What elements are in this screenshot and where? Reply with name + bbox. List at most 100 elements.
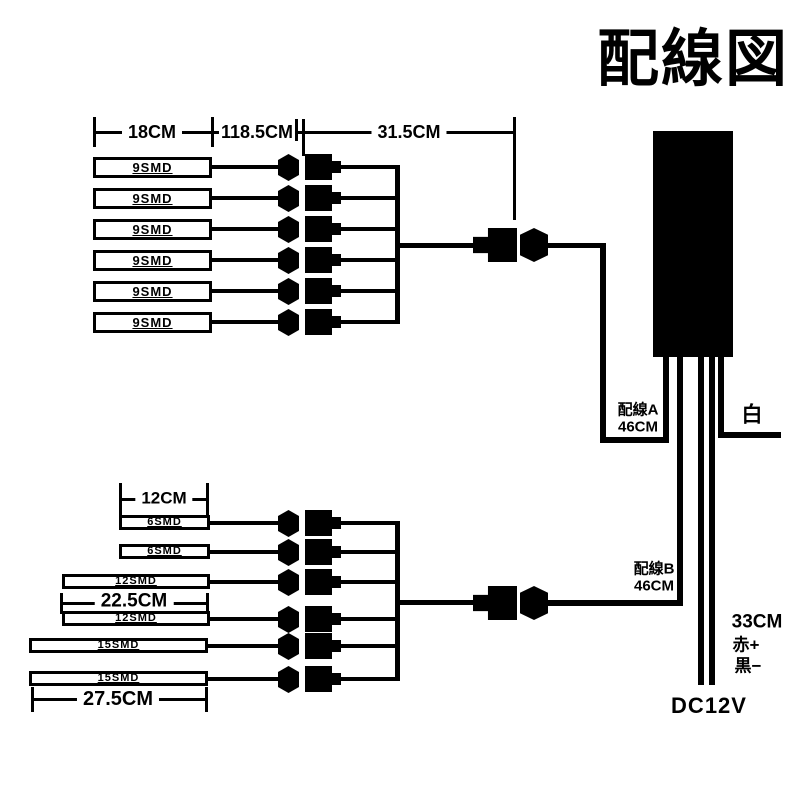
white-wire-label: 白 (741, 403, 763, 427)
dimension-tick (93, 117, 96, 147)
led-strip: 6SMD (119, 544, 210, 559)
strip-label: 9SMD (132, 284, 173, 299)
strip-label: 15SMD (97, 672, 140, 684)
female-connector-icon (305, 633, 341, 659)
wire-segment (341, 165, 398, 169)
male-connector-icon (278, 666, 299, 693)
white-wire-horizontal (718, 432, 781, 438)
dimension-tick (206, 593, 209, 616)
led-strip: 15SMD (29, 638, 208, 653)
male-connector-icon (278, 606, 299, 633)
female-connector-icon (473, 586, 517, 620)
wire-a-horizontal (600, 437, 669, 443)
male-connector-icon (278, 216, 299, 243)
wire-segment (208, 677, 278, 681)
strip-label: 6SMD (147, 545, 182, 557)
box-lead-white (718, 357, 724, 438)
led-strip: 9SMD (93, 281, 212, 302)
dimension-tick (205, 687, 208, 712)
wire-segment (341, 677, 398, 681)
junction-bus (395, 165, 400, 324)
dimension-tick (119, 483, 122, 515)
male-connector-icon (520, 228, 548, 262)
wire-segment (212, 258, 278, 262)
dimension-tick (31, 687, 34, 712)
dimension-tick (206, 483, 209, 515)
wire-b-label: 配線B 46CM (633, 560, 675, 595)
strip-label: 9SMD (132, 253, 173, 268)
male-connector-icon (278, 154, 299, 181)
female-connector-icon (305, 278, 341, 304)
wire-segment (208, 644, 278, 648)
female-connector-icon (305, 185, 341, 211)
female-connector-icon (305, 154, 341, 180)
wire-segment (212, 289, 278, 293)
strip-label: 9SMD (132, 222, 173, 237)
strip-label: 15SMD (97, 639, 140, 651)
box-lead-red (698, 357, 704, 685)
wire-segment (210, 580, 278, 584)
strip-label: 9SMD (132, 191, 173, 206)
led-strip: 15SMD (29, 671, 208, 686)
led-strip: 9SMD (93, 157, 212, 178)
wire-segment (210, 550, 278, 554)
dimension-tick (211, 117, 214, 147)
wire-b-length: 46CM (633, 577, 674, 594)
female-connector-icon (305, 666, 341, 692)
wire-segment (212, 320, 278, 324)
wire-segment (341, 580, 398, 584)
wire-b-horizontal (548, 600, 683, 606)
dimension-tick (295, 119, 298, 141)
strip-label: 9SMD (132, 160, 173, 175)
junction-bus (395, 521, 400, 681)
wire-segment (210, 617, 278, 621)
male-connector-icon (278, 309, 299, 336)
wire-a-length: 46CM (617, 418, 658, 435)
female-connector-icon (305, 606, 341, 632)
wire-segment (341, 227, 398, 231)
male-connector-icon (278, 633, 299, 660)
power-length-label: 33CM (731, 611, 783, 633)
wire-segment (341, 644, 398, 648)
page-title: 配線図 (596, 25, 790, 94)
wire-segment (341, 289, 398, 293)
wire-segment (341, 258, 398, 262)
led-strip: 12SMD (62, 611, 210, 626)
dimension-tick (302, 119, 305, 156)
dimension-label-18cm: 18CM (121, 123, 183, 141)
wire-segment (210, 521, 278, 525)
power-supply-label: DC12V (671, 692, 747, 718)
led-strip: 6SMD (119, 515, 210, 530)
wire-segment (212, 196, 278, 200)
wire-segment (341, 550, 398, 554)
wire-segment (548, 243, 606, 248)
wire-segment (398, 600, 473, 605)
led-strip: 9SMD (93, 188, 212, 209)
led-strip: 9SMD (93, 219, 212, 240)
wire-b-name: 配線B (633, 560, 675, 578)
dimension-tick (60, 593, 63, 614)
wire-segment (212, 165, 278, 169)
male-connector-icon (278, 569, 299, 596)
led-strip: 12SMD (62, 574, 210, 589)
strip-label: 9SMD (132, 315, 173, 330)
dimension-label-31-5cm: 31.5CM (371, 123, 447, 141)
male-connector-icon (278, 185, 299, 212)
female-connector-icon (305, 569, 341, 595)
female-connector-icon (473, 228, 517, 262)
male-connector-icon (278, 539, 299, 566)
wire-a-name: 配線A (617, 401, 659, 419)
wire-segment (341, 617, 398, 621)
dimension-label-27-5cm: 27.5CM (76, 689, 160, 709)
strip-label: 12SMD (115, 612, 157, 624)
wire-segment (398, 243, 473, 248)
female-connector-icon (305, 247, 341, 273)
strip-label: 6SMD (147, 516, 182, 528)
box-lead-a (663, 357, 669, 443)
wire-segment (341, 521, 398, 525)
male-connector-icon (520, 586, 548, 620)
dimension-tick (513, 117, 516, 220)
wire-a-vertical (600, 243, 606, 443)
box-lead-b (677, 357, 683, 606)
